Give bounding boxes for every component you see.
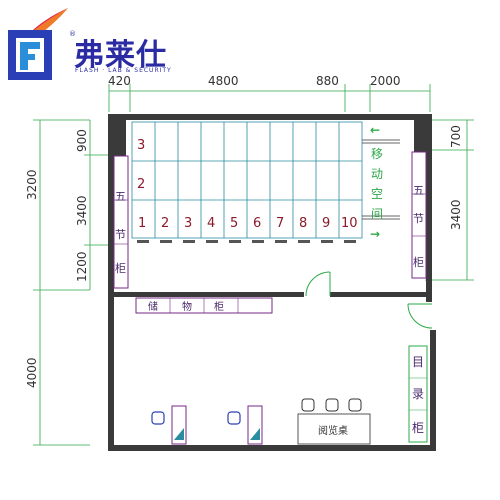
- svg-text:柜: 柜: [413, 256, 424, 269]
- dim-right-3400: 3400: [449, 199, 463, 230]
- logo-swoosh-accent: [32, 8, 68, 36]
- left-five-section-cabinet: [113, 155, 129, 289]
- dimension-left-outer: [33, 119, 90, 446]
- svg-text:录: 录: [412, 387, 424, 401]
- brand-tagline: FLASH · LAB & SECURITY: [75, 67, 172, 74]
- shelf-number: 8: [299, 216, 307, 231]
- pillar-right: [414, 120, 426, 152]
- pillar-left: [114, 120, 126, 156]
- chair-icon: [325, 398, 339, 412]
- shelf-number: 10: [341, 216, 358, 231]
- computer-icon: [250, 428, 260, 440]
- svg-text:空: 空: [371, 187, 383, 201]
- svg-text:间: 间: [371, 207, 383, 221]
- chair-icon: [301, 398, 315, 412]
- dim-right-700: 700: [449, 125, 463, 148]
- wall-mid-right: [330, 292, 432, 297]
- dim-left-1200: 1200: [75, 251, 89, 282]
- dim-left-3400: 3400: [75, 195, 89, 226]
- svg-text:节: 节: [115, 228, 126, 241]
- right-five-section-cabinet: [411, 151, 427, 279]
- brand-logo-icon: [8, 8, 68, 80]
- arrow-right-icon: →: [370, 227, 380, 241]
- shelf-number: 4: [207, 216, 215, 231]
- mobile-shelves: [131, 121, 363, 239]
- catalog-cabinet-label: 目 录 柜: [412, 355, 424, 435]
- reading-table-label: 阅览桌: [318, 424, 348, 437]
- chair-icon: [227, 411, 241, 425]
- svg-text:柜: 柜: [214, 300, 224, 313]
- workstation-2: [227, 405, 263, 445]
- wall-bottom: [108, 445, 436, 451]
- right-cabinet-label: 五 节 柜: [413, 184, 424, 269]
- shelf-handles: [137, 240, 356, 243]
- svg-text:柜: 柜: [412, 421, 424, 435]
- shelf-row-3: 3: [137, 138, 145, 153]
- svg-text:移: 移: [371, 147, 383, 161]
- dimension-right: [425, 119, 474, 281]
- reading-table: [297, 398, 371, 445]
- dim-left-3200: 3200: [25, 169, 39, 200]
- dimension-left-inner: [84, 120, 110, 290]
- svg-text:柜: 柜: [115, 262, 126, 275]
- catalog-cabinet: [408, 345, 428, 443]
- shelf-number: 2: [161, 216, 169, 231]
- shelf-numbers: 1 2 3 4 5 6 7 8 9 10: [138, 216, 358, 231]
- workstation-1: [151, 405, 187, 445]
- logo-f-bar-1: [20, 42, 40, 49]
- wall-right-upper: [426, 114, 432, 302]
- left-cabinet-label: 五 节 柜: [115, 190, 126, 275]
- dim-left-900: 900: [75, 129, 89, 152]
- svg-text:动: 动: [371, 167, 383, 181]
- svg-text:储: 储: [148, 300, 158, 313]
- storage-cabinet-label: 储 物 柜: [148, 300, 224, 313]
- door-right: [407, 303, 433, 329]
- dim-top-420: 420: [108, 74, 131, 88]
- chair-icon: [348, 398, 362, 412]
- walls: [108, 114, 436, 451]
- wall-mid-left: [108, 292, 304, 297]
- dim-top-2000: 2000: [370, 74, 401, 88]
- dim-left-4000: 4000: [25, 357, 39, 388]
- wall-right-lower: [430, 330, 436, 451]
- computer-icon: [174, 428, 184, 440]
- shelf-number: 6: [253, 216, 261, 231]
- mobile-space-label: 移 动 空 间: [371, 147, 383, 221]
- dim-top-4800: 4800: [208, 74, 239, 88]
- shelf-number: 9: [322, 216, 330, 231]
- mobile-space-tracks: [362, 139, 400, 220]
- svg-text:节: 节: [413, 212, 424, 225]
- wall-left: [108, 114, 114, 451]
- door-mid: [305, 271, 331, 297]
- wall-top: [108, 114, 432, 120]
- arrow-left-icon: ←: [370, 123, 380, 137]
- logo-f-bar-2: [20, 54, 35, 60]
- brand-registered-mark: ®: [69, 30, 76, 38]
- svg-text:五: 五: [413, 184, 424, 197]
- brand-name: 弗莱仕: [74, 38, 167, 73]
- dim-top-880: 880: [316, 74, 339, 88]
- chair-icon: [151, 411, 165, 425]
- shelf-row-2: 2: [137, 177, 145, 192]
- shelf-number: 3: [184, 216, 192, 231]
- shelf-number: 1: [138, 216, 146, 231]
- shelf-number: 7: [276, 216, 284, 231]
- svg-text:目: 目: [412, 355, 424, 369]
- svg-text:物: 物: [182, 300, 192, 313]
- svg-text:五: 五: [115, 190, 126, 203]
- dimension-top: [108, 84, 431, 112]
- shelf-number: 5: [230, 216, 238, 231]
